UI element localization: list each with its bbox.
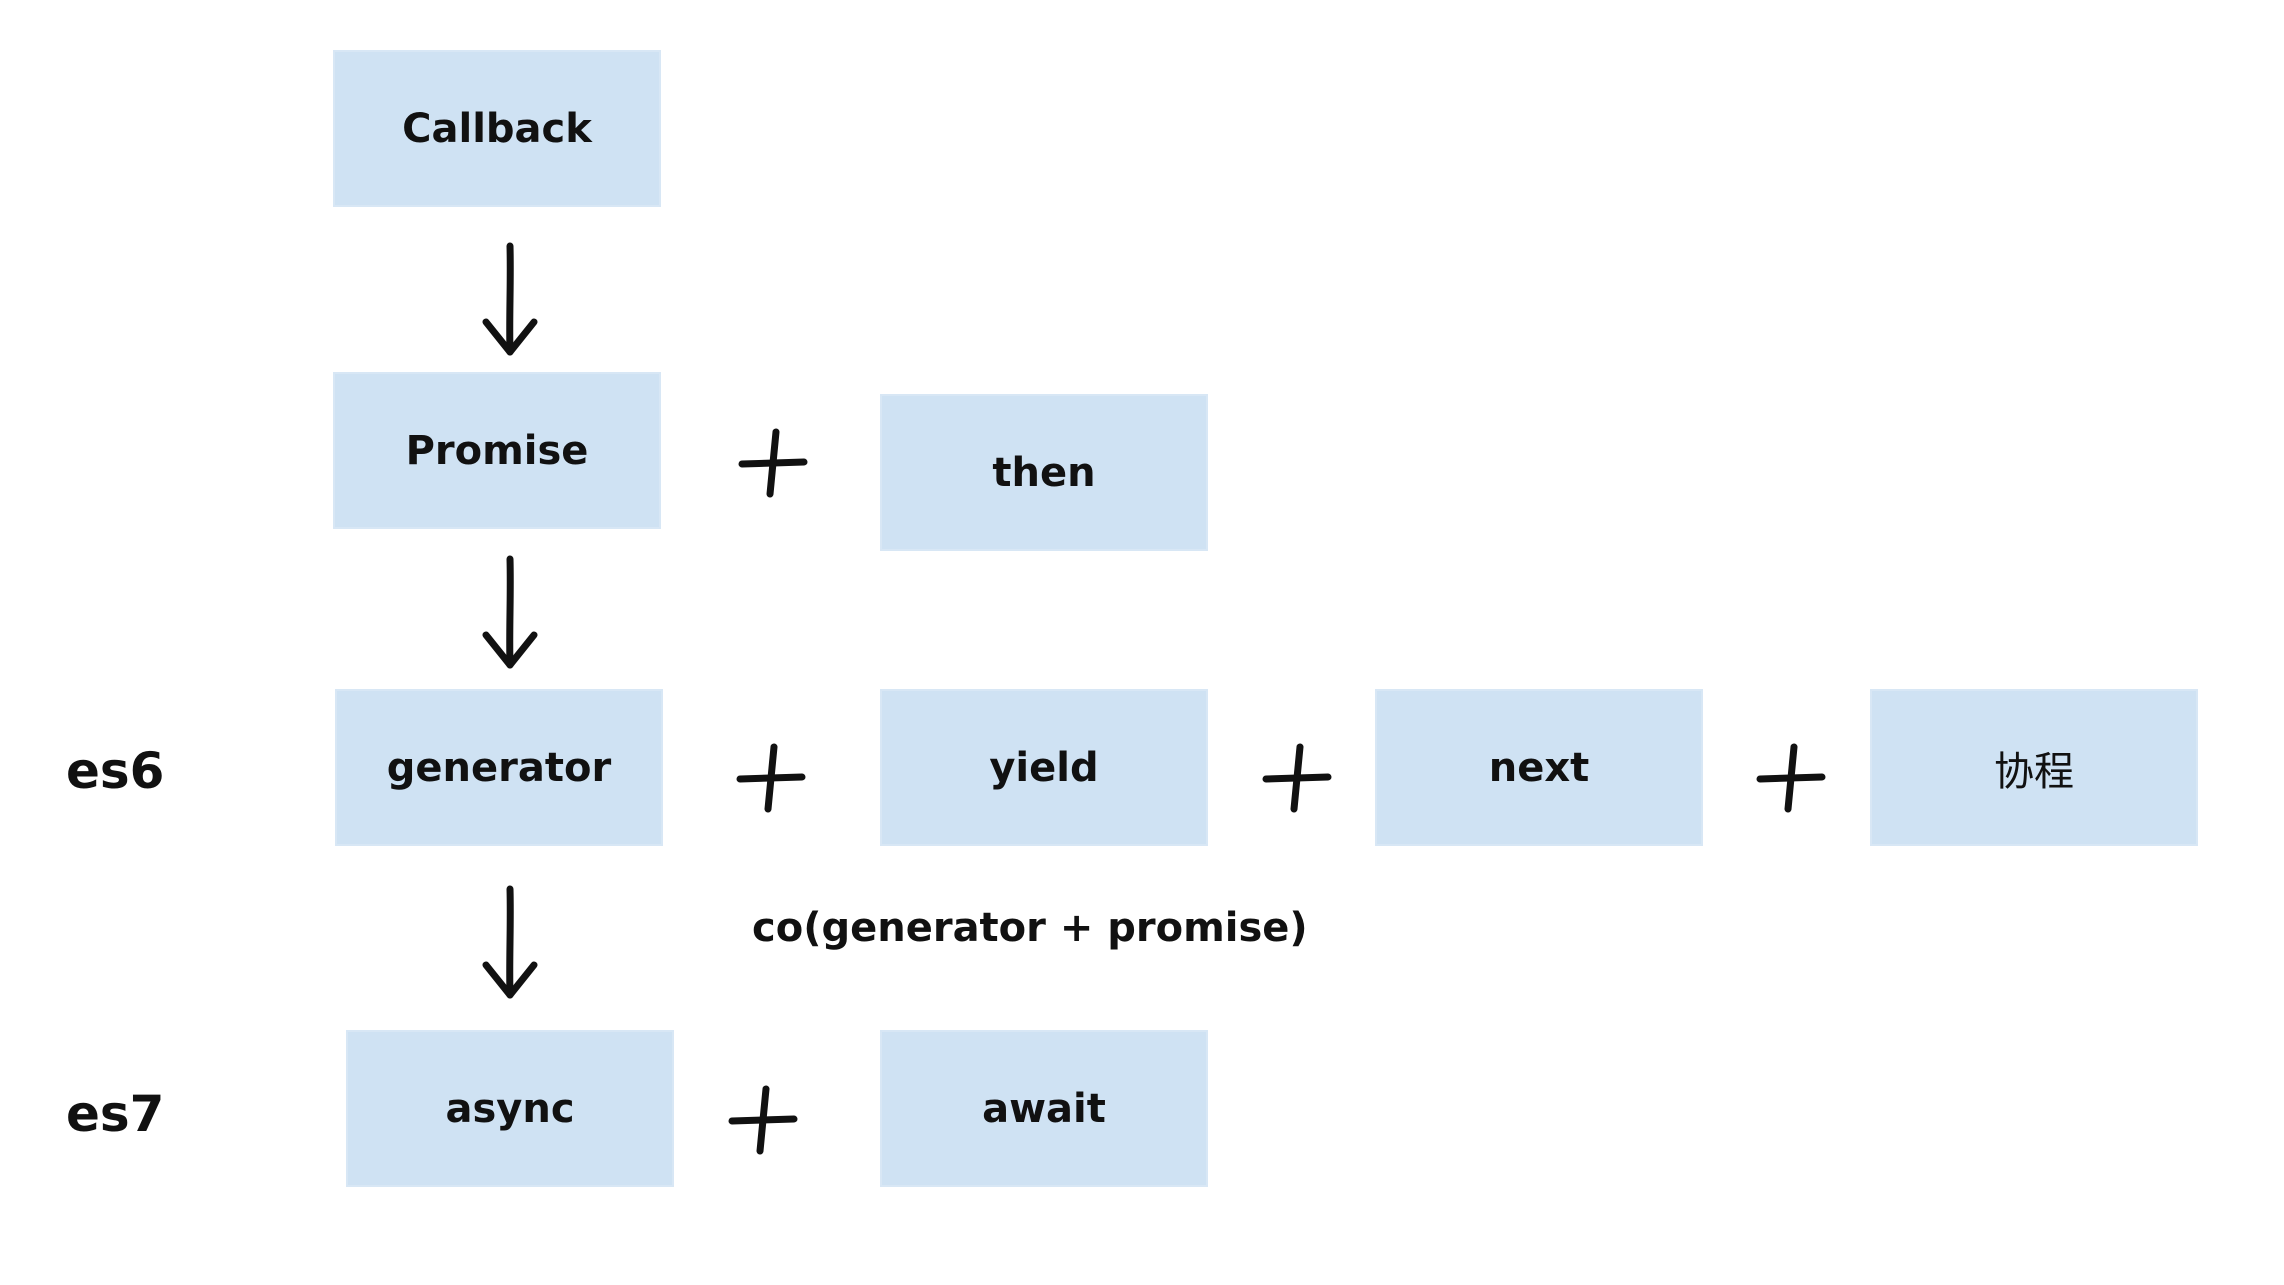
- plus-icon: [1262, 743, 1332, 813]
- node-callback: Callback: [333, 50, 661, 207]
- node-then: then: [880, 394, 1208, 551]
- node-yield: yield: [880, 689, 1208, 846]
- arrow-down-icon: [482, 885, 538, 999]
- plus-icon: [1756, 743, 1826, 813]
- node-await: await: [880, 1030, 1208, 1187]
- node-generator: generator: [335, 689, 663, 846]
- row-label-es7: es7: [66, 1085, 165, 1143]
- row-label-es6: es6: [66, 742, 165, 800]
- node-next: next: [1375, 689, 1703, 846]
- node-async: async: [346, 1030, 674, 1187]
- arrow-down-icon: [482, 242, 538, 356]
- node-promise: Promise: [333, 372, 661, 529]
- arrow-down-icon: [482, 555, 538, 669]
- plus-icon: [736, 743, 806, 813]
- annotation-co: co(generator + promise): [752, 905, 1308, 951]
- node-coroutine: 协程: [1870, 689, 2198, 846]
- plus-icon: [728, 1085, 798, 1155]
- plus-icon: [738, 428, 808, 498]
